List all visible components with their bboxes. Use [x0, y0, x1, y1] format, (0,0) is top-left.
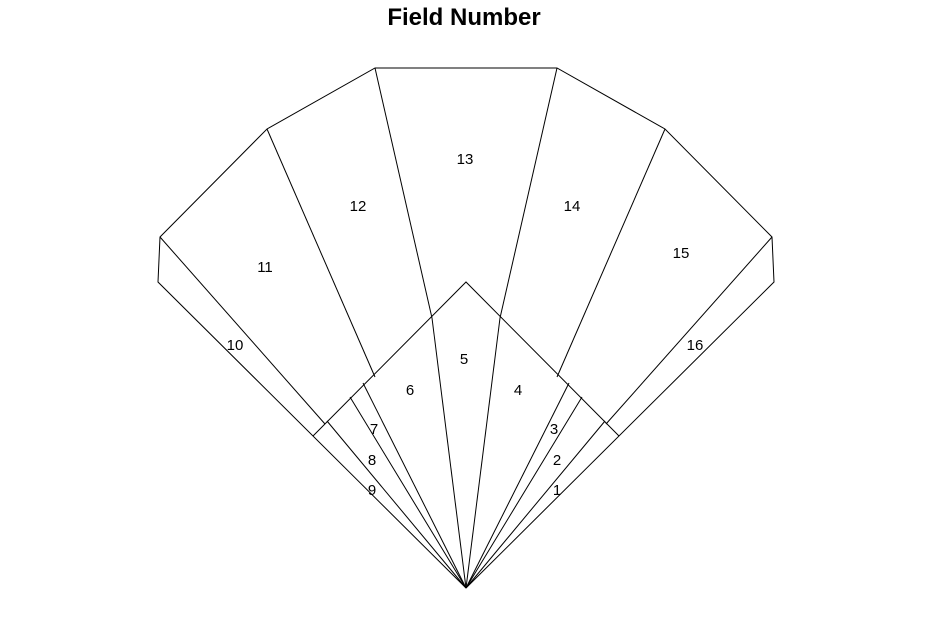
divider-line — [431, 317, 467, 589]
outer-boundary — [157, 67, 775, 589]
field-label-4: 4 — [514, 382, 522, 399]
divider-line — [374, 67, 433, 319]
field-label-12: 12 — [350, 198, 367, 215]
divider-line — [159, 236, 326, 425]
divider-line — [556, 128, 666, 378]
field-label-1: 1 — [553, 482, 561, 499]
divider-line — [349, 396, 467, 589]
divider-line — [362, 382, 467, 589]
divider-line — [465, 420, 606, 589]
divider-line — [465, 317, 501, 589]
divider-line — [605, 236, 773, 425]
divider-line — [499, 67, 558, 319]
field-label-16: 16 — [687, 337, 704, 354]
field-label-2: 2 — [553, 452, 561, 469]
field-label-6: 6 — [406, 382, 414, 399]
divider-line — [465, 382, 570, 589]
field-label-3: 3 — [550, 421, 558, 438]
field-label-11: 11 — [257, 259, 273, 276]
divider-line — [465, 396, 583, 589]
field-label-7: 7 — [370, 421, 378, 438]
field-label-10: 10 — [227, 337, 244, 354]
field-label-15: 15 — [673, 245, 690, 262]
divider-line — [266, 128, 376, 378]
field-label-8: 8 — [368, 452, 376, 469]
field-label-9: 9 — [368, 482, 376, 499]
field-label-5: 5 — [460, 351, 468, 368]
field-label-13: 13 — [457, 151, 474, 168]
page-title: Field Number — [387, 4, 541, 31]
field-label-14: 14 — [564, 198, 581, 215]
divider-line — [326, 420, 467, 589]
